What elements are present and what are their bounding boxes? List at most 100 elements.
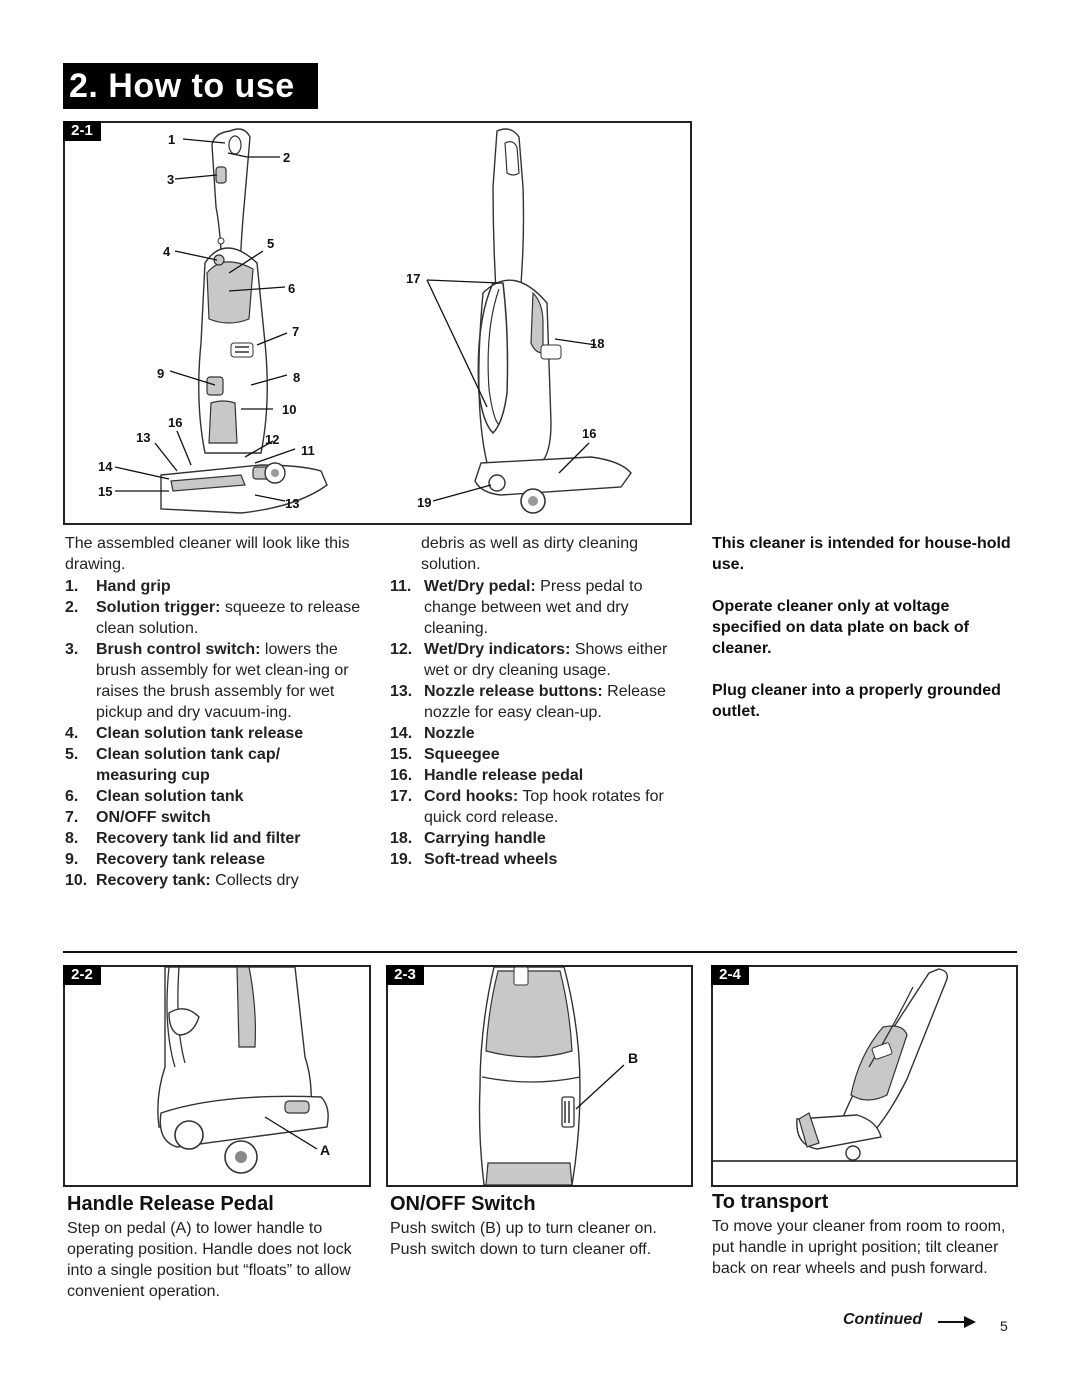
item-label: Nozzle release buttons: — [424, 683, 603, 700]
callout-10: 10 — [282, 402, 297, 417]
item-label: Cord hooks: — [424, 788, 519, 805]
list-item: 9.Recovery tank release — [65, 849, 365, 870]
arrow-right-icon — [938, 1316, 976, 1328]
list-item: 6. Clean solution tank — [65, 786, 365, 807]
list-item: 1.Hand grip — [65, 576, 365, 597]
cleaner-side-illustration — [426, 128, 632, 514]
callout-16-b: 16 — [582, 426, 597, 441]
list-item: 17.Cord hooks: Top hook rotates for quic… — [390, 786, 690, 828]
list-item: 14.Nozzle — [390, 723, 690, 744]
callout-1: 1 — [168, 132, 176, 147]
callout-14: 14 — [98, 459, 113, 474]
section-heading: To transport — [712, 1191, 829, 1213]
section-handle-release: Handle Release Pedal Step on pedal (A) t… — [67, 1193, 367, 1302]
item-desc: squeeze to release clean solution. — [96, 599, 361, 637]
list-item: 12.Wet/Dry indicators: Shows either wet … — [390, 639, 690, 681]
item-label: Clean solution tank release — [96, 725, 304, 742]
item-number: 15. — [390, 746, 413, 763]
item-label: Recovery tank: — [96, 872, 211, 889]
item-number: 17. — [390, 788, 413, 805]
item-label: Squeegee — [424, 746, 500, 763]
item-label: Clean solution tank — [96, 788, 244, 805]
item-number: 7. — [65, 809, 79, 826]
item-number: 11. — [390, 578, 412, 595]
item-desc: Shows either wet or dry cleaning usage. — [424, 641, 668, 679]
callout-9: 9 — [157, 366, 165, 381]
cleaner-front-illustration — [114, 128, 328, 514]
section-body: Push switch (B) up to turn cleaner on. P… — [390, 1220, 657, 1258]
list-item: 2. Solution trigger: squeeze to release c… — [65, 597, 365, 639]
parts-column-2: debris as well as dirty cleaning solutio… — [390, 533, 690, 870]
item-desc: Collects dry — [210, 872, 299, 889]
item-number: 6. — [65, 788, 79, 805]
continued-label: Continued — [843, 1311, 923, 1328]
list-item: 8. Recovery tank lid and filter — [65, 828, 365, 849]
callout-19: 19 — [417, 495, 432, 510]
callout-16-a: 16 — [168, 415, 183, 430]
figure-tag-2-2: 2-2 — [63, 965, 101, 985]
item-label: Clean solution tank cap/ measuring cup — [96, 746, 281, 784]
list-item: 11.Wet/Dry pedal: Press pedal to change … — [390, 576, 690, 639]
item-label: Handle release pedal — [424, 767, 584, 784]
item-label: Wet/Dry indicators: — [424, 641, 571, 658]
callout-2: 2 — [283, 150, 291, 165]
transport-illustration — [713, 968, 1016, 1162]
item-number: 18. — [390, 830, 413, 847]
callout-7: 7 — [292, 324, 300, 339]
item-number: 16. — [390, 767, 413, 784]
parts-list-1: 1.Hand grip 2. Solution trigger: squeeze … — [65, 576, 365, 891]
list-item: 19.Soft-tread wheels — [390, 849, 690, 870]
section-body: Step on pedal (A) to lower handle to ope… — [67, 1220, 352, 1300]
handle-release-illustration — [157, 967, 329, 1174]
item-label: Recovery tank lid and filter — [96, 830, 301, 847]
continuation-text: debris as well as dirty cleaning solutio… — [421, 535, 638, 573]
item-label: ON/OFF switch — [96, 809, 211, 826]
item-label: Wet/Dry pedal: — [424, 578, 536, 595]
parts-list-2: 11.Wet/Dry pedal: Press pedal to change … — [390, 576, 690, 870]
section-divider — [63, 951, 1017, 953]
callout-4: 4 — [163, 244, 171, 259]
callout-8: 8 — [293, 370, 301, 385]
item-label: Solution trigger: — [96, 599, 221, 616]
section-body: To move your cleaner from room to room, … — [712, 1218, 1006, 1277]
item-number: 8. — [65, 830, 79, 847]
item-number: 3. — [65, 641, 79, 658]
list-item: 13. Nozzle release buttons: Release nozzl… — [390, 681, 690, 723]
figure-tag-2-4: 2-4 — [711, 965, 749, 985]
item-number: 2. — [65, 599, 79, 616]
callout-11: 11 — [301, 443, 315, 458]
item-desc: lowers the brush assembly for wet clean-… — [96, 641, 349, 721]
callout-18: 18 — [590, 336, 605, 351]
section-on-off-switch: ON/OFF Switch Push switch (B) up to turn… — [390, 1193, 695, 1260]
item-number: 14. — [390, 725, 413, 742]
safety-notes: This cleaner is intended for house-hold … — [712, 533, 1017, 722]
callout-3: 3 — [167, 172, 175, 187]
callout-a: A — [320, 1142, 331, 1158]
list-item: 3.Brush control switch: lowers the brush… — [65, 639, 365, 723]
list-item: 7. ON/OFF switch — [65, 807, 365, 828]
item-number: 13. — [390, 683, 413, 700]
list-item: 16. Handle release pedal — [390, 765, 690, 786]
item-label: Soft-tread wheels — [424, 851, 558, 868]
section-heading: Handle Release Pedal — [67, 1193, 274, 1215]
list-item: 5. Clean solution tank cap/ measuring cup — [65, 744, 365, 786]
item-label: Hand grip — [96, 578, 171, 595]
callout-12: 12 — [265, 432, 280, 447]
callout-b: B — [628, 1050, 639, 1066]
page-title: 2. How to use — [63, 63, 318, 109]
section-heading: ON/OFF Switch — [390, 1193, 536, 1215]
callout-15: 15 — [98, 484, 113, 499]
item-desc: Release nozzle for easy clean-up. — [424, 683, 666, 721]
note-grounded-outlet: Plug cleaner into a properly grounded ou… — [712, 682, 1001, 720]
item-number: 4. — [65, 725, 79, 742]
list-item: 15. Squeegee — [390, 744, 690, 765]
intro-text: The assembled cleaner will look like thi… — [65, 535, 350, 573]
callout-13-a: 13 — [136, 430, 151, 445]
list-item: 4. Clean solution tank release — [65, 723, 365, 744]
item-number: 5. — [65, 746, 79, 763]
callout-6: 6 — [288, 281, 296, 296]
note-household-use: This cleaner is intended for house-hold … — [712, 535, 1011, 573]
note-voltage: Operate cleaner only at voltage specifie… — [712, 598, 969, 657]
item-number: 9. — [65, 851, 79, 868]
callout-17: 17 — [406, 271, 421, 286]
